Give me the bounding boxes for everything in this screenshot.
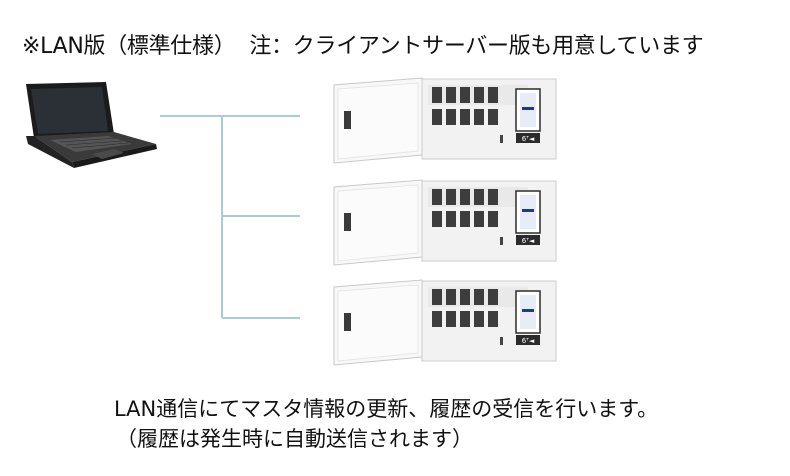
door-handle [344,213,351,231]
keypad-label: 6ᵀ◄ [522,135,535,143]
lan-version-label: ※LAN版（標準仕様） [22,34,236,59]
key-cabinet-icon: 6ᵀ◄ [333,179,557,266]
key-cabinet-icon: 6ᵀ◄ [333,77,557,164]
description-line-2: （履歴は発生時に自動送信されます） [116,427,473,451]
key-cabinet-icon: 6ᵀ◄ [333,279,557,366]
door-handle [344,111,351,129]
keypad [516,335,540,345]
description-line-1: LAN通信にてマスタ情報の更新、履歴の受信を行います。 [114,397,659,421]
keypad-label: 6ᵀ◄ [522,237,535,245]
laptop-icon [26,82,157,168]
client-server-note: 注：クライアントサーバー版も用意しています [249,34,704,59]
keypad-label: 6ᵀ◄ [522,337,535,345]
keypad [516,133,540,143]
header-note: ※LAN版（標準仕様） 注：クライアントサーバー版も用意しています [22,28,704,60]
keypad [516,235,540,245]
door-handle [344,313,351,331]
